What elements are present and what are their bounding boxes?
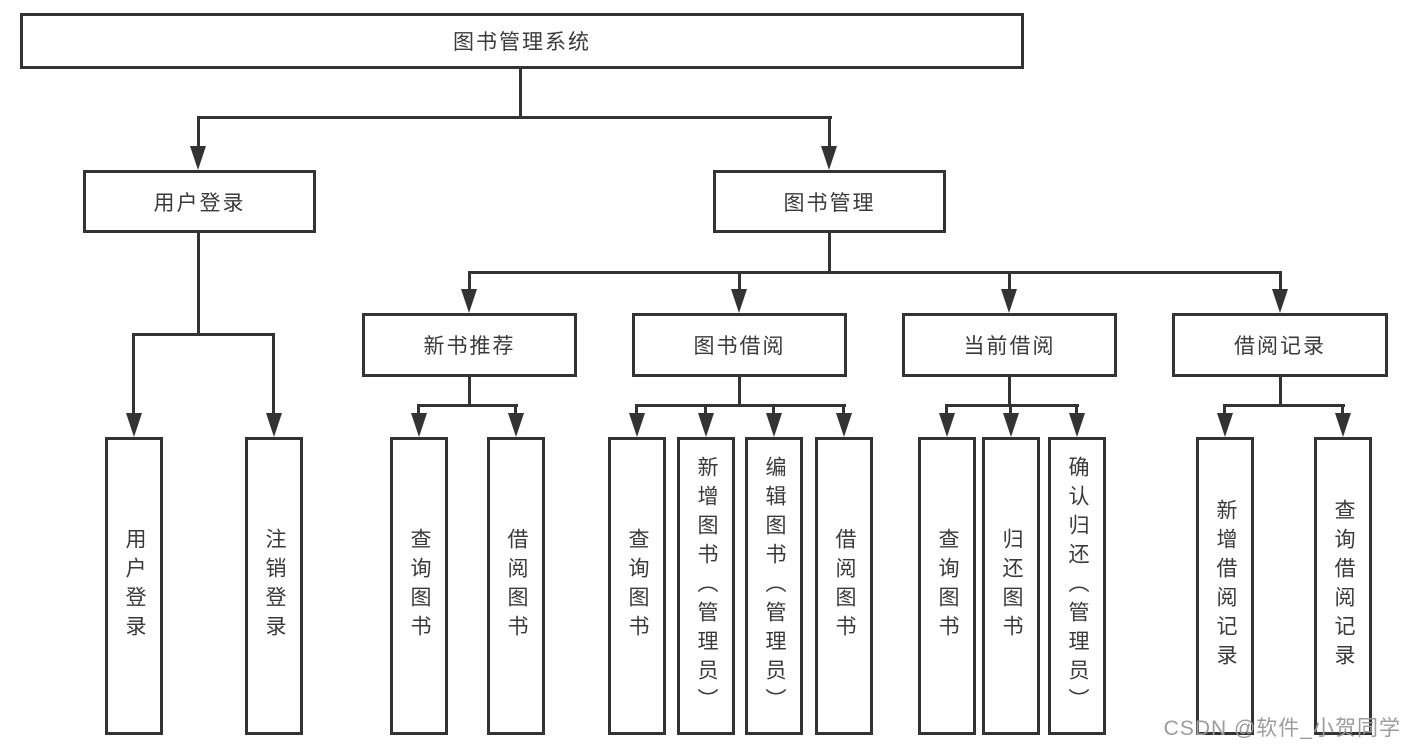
arrowhead <box>266 413 282 437</box>
connector <box>197 233 200 335</box>
connector <box>738 271 741 293</box>
arrowhead <box>508 413 524 437</box>
node-user-login: 用户登录 <box>83 170 316 233</box>
connector <box>468 377 471 406</box>
connector <box>772 404 775 418</box>
node-leaf-add-borrow-record: 新增借阅记录 <box>1196 437 1254 735</box>
arrowhead <box>821 146 837 170</box>
node-label: 查询图书 <box>936 528 959 644</box>
connector <box>1341 404 1344 418</box>
node-label: 借阅记录 <box>1234 335 1326 358</box>
connector <box>635 404 846 407</box>
arrowhead <box>836 413 852 437</box>
node-leaf-edit-book: 编辑图书（管理员） <box>745 437 803 735</box>
node-label: 图书管理 <box>783 191 876 215</box>
node-label: 归还图书 <box>1000 528 1023 644</box>
node-label: 用户登录 <box>153 191 246 215</box>
node-leaf-query-book-1: 查询图书 <box>390 437 448 735</box>
connector <box>704 404 707 418</box>
node-label: 查询图书 <box>408 528 431 644</box>
arrowhead <box>731 289 747 313</box>
connector <box>468 271 471 293</box>
node-current-borrowing: 当前借阅 <box>902 313 1117 377</box>
connector <box>828 233 831 273</box>
node-label: 图书借阅 <box>693 335 786 358</box>
node-book-management: 图书管理 <box>713 170 946 233</box>
connector <box>1008 377 1011 406</box>
connector <box>635 404 638 418</box>
node-label: 确认归还（管理员） <box>1066 455 1089 717</box>
node-label: 图书管理系统 <box>453 31 591 54</box>
node-label: 新增借阅记录 <box>1214 499 1237 673</box>
connector <box>468 271 1282 274</box>
arrowhead <box>698 413 714 437</box>
connector <box>132 333 135 417</box>
connector <box>1279 271 1282 293</box>
arrowhead <box>1001 289 1017 313</box>
connector <box>1008 271 1011 293</box>
node-label: 查询图书 <box>626 528 649 644</box>
arrowhead <box>190 146 206 170</box>
connector <box>417 404 420 418</box>
arrowhead <box>1335 413 1351 437</box>
connector <box>945 404 1079 407</box>
node-label: 编辑图书（管理员） <box>763 455 786 717</box>
node-leaf-borrow-book-2: 借阅图书 <box>815 437 873 735</box>
node-root: 图书管理系统 <box>20 13 1024 69</box>
node-leaf-user-login: 用户登录 <box>105 437 163 735</box>
connector <box>197 116 832 119</box>
arrowhead <box>766 413 782 437</box>
node-leaf-borrow-book-1: 借阅图书 <box>487 437 545 735</box>
connector <box>1279 377 1282 406</box>
node-leaf-query-book-3: 查询图书 <box>918 437 976 735</box>
connector <box>417 404 518 407</box>
connector <box>828 116 831 150</box>
connector <box>842 404 845 418</box>
arrowhead <box>629 413 645 437</box>
node-label: 用户登录 <box>123 528 146 644</box>
arrowhead <box>1069 413 1085 437</box>
connector <box>1223 404 1226 418</box>
arrowhead <box>939 413 955 437</box>
connector <box>132 333 275 336</box>
node-leaf-logout: 注销登录 <box>245 437 303 735</box>
arrowhead <box>411 413 427 437</box>
node-label: 注销登录 <box>263 528 286 644</box>
connector <box>1075 404 1078 418</box>
arrowhead <box>1272 289 1288 313</box>
connector <box>1009 404 1012 418</box>
node-label: 新增图书（管理员） <box>695 455 718 717</box>
connector <box>197 116 200 150</box>
watermark: CSDN @软件_小贺同学 <box>1163 717 1401 740</box>
arrowhead <box>1003 413 1019 437</box>
node-label: 借阅图书 <box>833 528 856 644</box>
node-label: 借阅图书 <box>505 528 528 644</box>
connector <box>514 404 517 418</box>
node-leaf-query-book-2: 查询图书 <box>608 437 666 735</box>
node-new-book-recommend: 新书推荐 <box>362 313 577 377</box>
node-label: 当前借阅 <box>963 335 1056 358</box>
node-leaf-return-book: 归还图书 <box>982 437 1040 735</box>
node-label: 查询借阅记录 <box>1332 499 1355 673</box>
node-leaf-query-borrow-record: 查询借阅记录 <box>1314 437 1372 735</box>
connector <box>738 377 741 406</box>
node-book-borrowing: 图书借阅 <box>632 313 847 377</box>
connector <box>1223 404 1345 407</box>
node-label: 新书推荐 <box>423 335 516 358</box>
node-borrowing-records: 借阅记录 <box>1172 313 1388 377</box>
connector <box>519 69 522 118</box>
connector <box>945 404 948 418</box>
arrowhead <box>1217 413 1233 437</box>
node-leaf-confirm-return: 确认归还（管理员） <box>1048 437 1106 735</box>
arrowhead <box>126 413 142 437</box>
arrowhead <box>461 289 477 313</box>
node-leaf-add-book: 新增图书（管理员） <box>677 437 735 735</box>
connector <box>272 333 275 417</box>
